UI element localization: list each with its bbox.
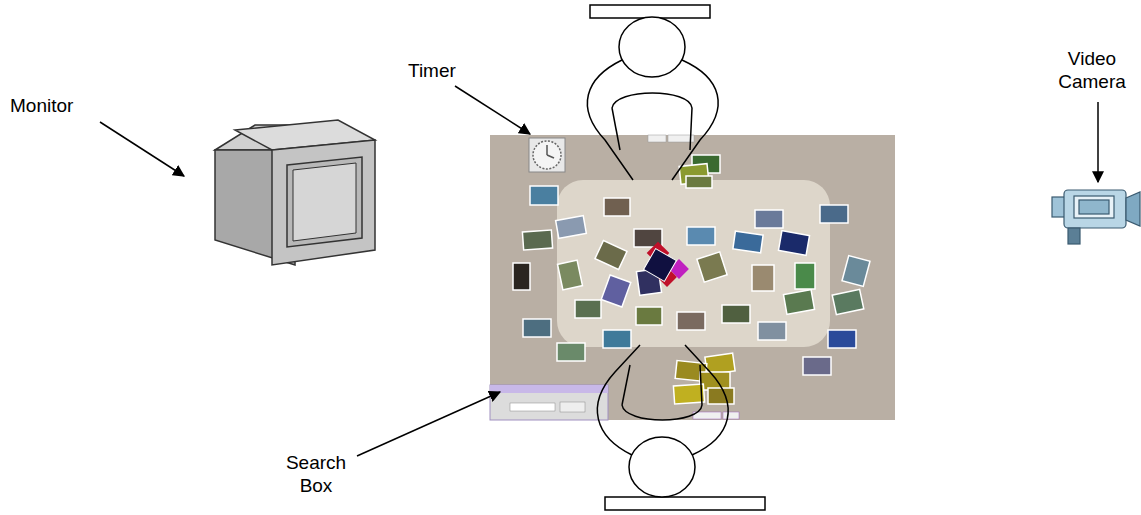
monitor-icon — [215, 120, 375, 265]
person-top — [587, 5, 718, 180]
callout-label: Search Box — [268, 452, 364, 498]
table-surface — [490, 135, 895, 420]
focus-cluster — [644, 242, 689, 287]
table-center — [557, 180, 830, 347]
search-box-panel — [490, 385, 608, 420]
person-bottom — [597, 345, 765, 510]
leader-arrows — [100, 86, 1098, 456]
small-button — [723, 412, 739, 419]
photo-thumbnails — [513, 155, 870, 404]
timer-icon — [529, 138, 565, 172]
callout-label: Monitor — [10, 95, 73, 118]
small-button — [648, 135, 666, 142]
video-camera-icon — [1052, 190, 1140, 244]
callout-label: Timer — [408, 60, 456, 83]
callout-label: Video Camera — [1048, 48, 1136, 94]
